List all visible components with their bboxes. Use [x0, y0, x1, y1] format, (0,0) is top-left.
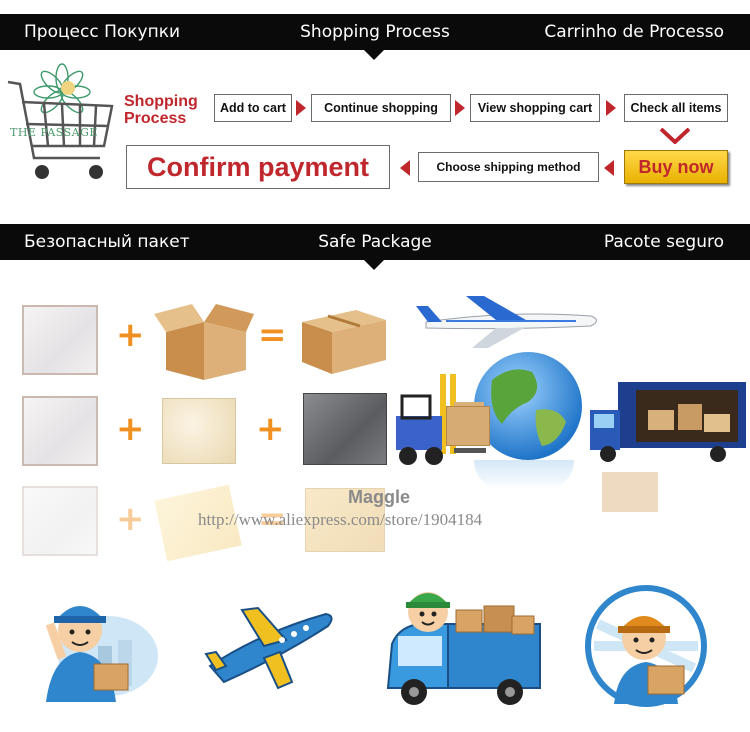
- cargo-box-image: [446, 406, 490, 446]
- globe-icon: [474, 352, 582, 460]
- buy-now-button: Buy now: [624, 150, 728, 184]
- step-continue-shopping: Continue shopping: [311, 94, 451, 122]
- shopping-cart-icon: [7, 63, 114, 179]
- watermark-store-name: Maggle: [348, 487, 411, 507]
- banner-label-russian: Безопасный пакет: [24, 232, 190, 252]
- arrow-right-icon: [606, 100, 616, 116]
- arrow-right-icon: [296, 100, 306, 116]
- step-add-to-cart: Add to cart: [214, 94, 292, 122]
- plus-icon: +: [116, 315, 145, 355]
- grey-mailer-bag-image: [303, 393, 387, 465]
- safe-package-banner: Безопасный пакет Safe Package Pacote seg…: [0, 224, 750, 270]
- bubble-wrap-image: [162, 398, 236, 464]
- chevron-down-icon: [660, 128, 690, 144]
- cargo-box-reflection: [602, 472, 658, 512]
- store-logo: THE PASSAGE: [4, 54, 118, 192]
- courier-salute-icon: [45, 606, 158, 702]
- delivery-truck-icon: [386, 592, 541, 705]
- banner-label-english: Shopping Process: [300, 22, 450, 42]
- arrow-left-icon: [604, 160, 614, 176]
- banner-notch: [363, 49, 385, 60]
- shopping-process-banner: Процесс Покупки Shopping Process Carrinh…: [0, 14, 750, 60]
- step-view-shopping-cart: View shopping cart: [470, 94, 600, 122]
- arrow-left-icon: [400, 160, 410, 176]
- courier-badge-icon: [585, 585, 707, 707]
- plastic-bag-image: [22, 486, 98, 556]
- process-title-line1: Shopping: [124, 93, 198, 110]
- banner-notch: [363, 259, 385, 270]
- open-box-icon: [154, 304, 254, 380]
- process-title-line2: Process: [124, 110, 187, 127]
- banner-label-russian: Процесс Покупки: [24, 22, 181, 42]
- closed-box-icon: [302, 310, 386, 374]
- confirm-payment-label: Confirm payment: [126, 145, 390, 189]
- banner-label-portuguese: Carrinho de Processo: [544, 22, 724, 42]
- equals-icon: =: [258, 315, 287, 355]
- logo-text: THE PASSAGE: [10, 126, 98, 139]
- airplane-icon: [416, 296, 597, 348]
- plus-icon: +: [116, 409, 145, 449]
- arrow-right-icon: [455, 100, 465, 116]
- plastic-bag-image: [22, 396, 98, 466]
- container-truck-icon: [590, 382, 746, 462]
- plastic-bag-image: [22, 305, 98, 375]
- step-check-all-items: Check all items: [624, 94, 728, 122]
- banner-label-english: Safe Package: [318, 232, 432, 252]
- cartoon-airplane-icon: [204, 606, 333, 690]
- step-choose-shipping-method: Choose shipping method: [418, 152, 599, 182]
- globe-reflection: [474, 460, 574, 490]
- banner-label-portuguese: Pacote seguro: [603, 232, 724, 252]
- plus-icon: +: [256, 409, 285, 449]
- equals-icon: =: [258, 499, 287, 539]
- watermark-store-url: http://www.aliexpress.com/store/1904184: [198, 510, 483, 529]
- plus-icon: +: [116, 499, 145, 539]
- process-title: Shopping Process: [124, 93, 198, 127]
- padded-envelope-image: [305, 488, 385, 552]
